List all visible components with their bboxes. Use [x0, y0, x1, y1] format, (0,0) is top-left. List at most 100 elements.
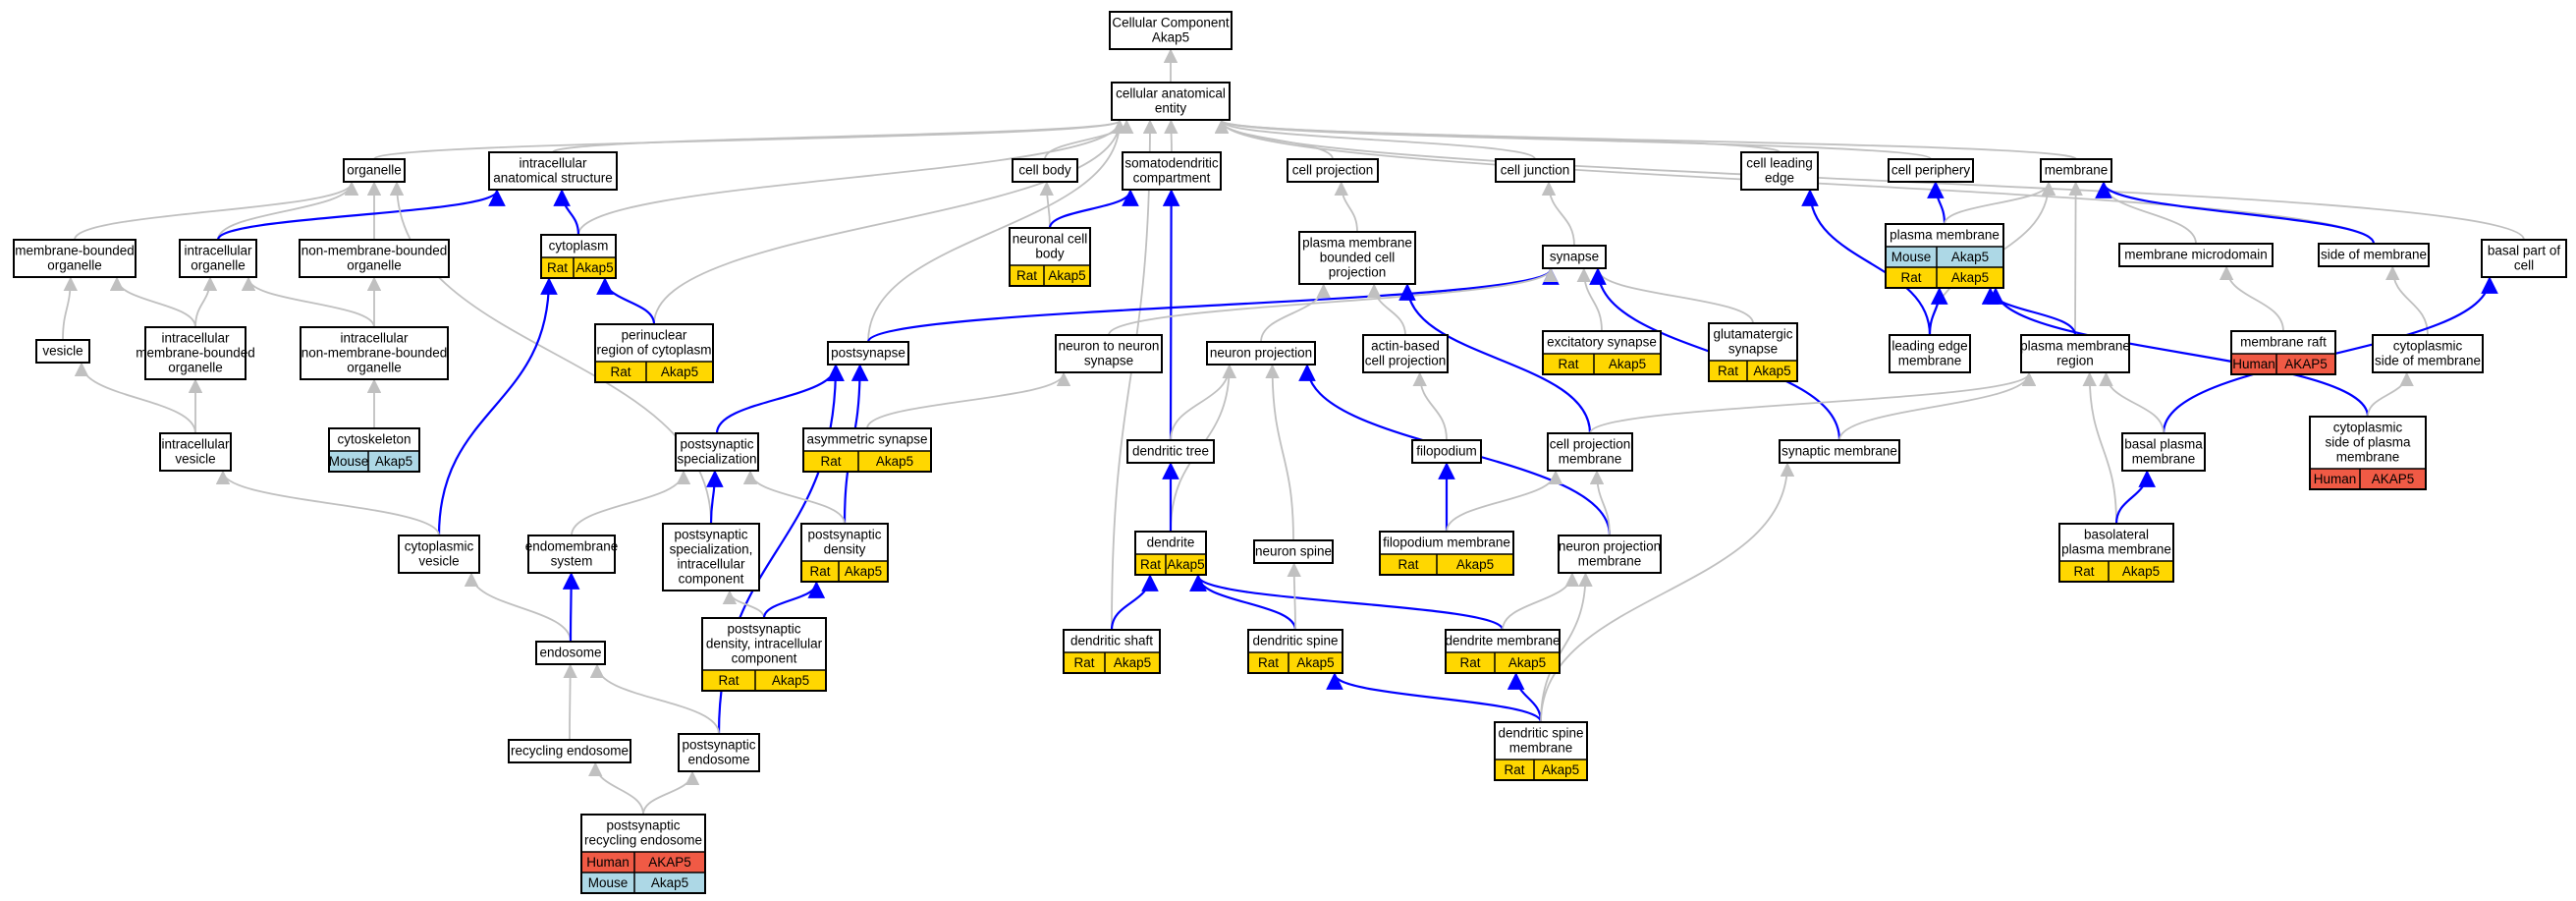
node-postsynapse[interactable]: postsynapse [827, 341, 909, 366]
node-label: membrane [2132, 452, 2196, 467]
node-label: entity [1155, 101, 1187, 116]
node-label: cell projection [1365, 354, 1447, 368]
node-label: region of cytoplasm [596, 343, 711, 358]
edge-dspine-to-dendrite [1189, 574, 1297, 631]
edge-psre-to-psend [642, 770, 700, 816]
node-pssic[interactable]: postsynapticspecialization,intracellular… [662, 523, 760, 591]
node-label: membrane [2336, 450, 2400, 465]
edge-postsynapse-to-synapse [866, 267, 1560, 343]
edge-imbo-to-mbo [109, 276, 196, 328]
edge-pm-to-cellper [1927, 181, 1946, 225]
node-label: postsynaptic [727, 622, 800, 637]
node-label: Akap5 [1152, 30, 1189, 45]
edge-psd-to-pss [742, 470, 846, 525]
node-som[interactable]: side of membrane [2318, 243, 2430, 267]
node-endosome[interactable]: endosome [535, 641, 606, 665]
annotation-row [542, 257, 615, 277]
edge-cvesicle-to-ivesicle [215, 470, 440, 536]
annotation-organism: Rat [1016, 268, 1037, 283]
node-synapse[interactable]: synapse [1542, 245, 1607, 269]
annotation-organism: Human [2232, 357, 2275, 371]
node-vesicle[interactable]: vesicle [35, 339, 90, 364]
node-nproj[interactable]: neuron projection [1206, 341, 1316, 366]
node-cellproj[interactable]: cell projection [1287, 158, 1379, 183]
edge-prc-to-cae [653, 119, 1127, 325]
node-organelle[interactable]: organelle [343, 158, 406, 183]
annotation-organism: Rat [1073, 655, 1094, 670]
edge-csm-to-som [2385, 265, 2429, 336]
edge-dsm-to-synm [1540, 462, 1795, 723]
edge-lem-to-cle [1801, 189, 1932, 336]
node-inmbo[interactable]: intracellularnon-membrane-boundedorganel… [300, 326, 449, 380]
edge-dsm-to-npm [1540, 572, 1593, 723]
node-mm[interactable]: membrane microdomain [2118, 243, 2274, 267]
node-nspine[interactable]: neuron spine [1253, 539, 1334, 564]
node-filop[interactable]: filopodium [1411, 439, 1482, 464]
node-celljunc[interactable]: cell junction [1495, 158, 1575, 183]
node-label: cell periphery [1891, 163, 1971, 178]
annotation-row [1887, 247, 2002, 267]
node-label: synapse [1084, 354, 1133, 368]
annotation-row [1710, 361, 1796, 380]
node-cellper[interactable]: cell periphery [1888, 158, 1974, 183]
node-label: intracellular [677, 557, 745, 572]
node-label: non-membrane-bounded [301, 244, 448, 258]
node-dtree[interactable]: dendritic tree [1126, 439, 1215, 464]
node-recend[interactable]: recycling endosome [508, 739, 631, 763]
edge-ncb-to-cellbody [1039, 181, 1054, 229]
edge-filopm-to-cpm [1446, 470, 1563, 533]
node-label: plasma membrane [1302, 236, 1412, 251]
node-box [1055, 334, 1163, 373]
edge-pss-to-postsynapse [715, 364, 845, 434]
node-label: anatomical structure [493, 171, 613, 186]
node-cellbody[interactable]: cell body [1012, 158, 1078, 183]
node-label: synapse [1728, 342, 1778, 357]
node-synm[interactable]: synaptic membrane [1779, 439, 1900, 464]
node-membrane[interactable]: membrane [2040, 158, 2112, 183]
